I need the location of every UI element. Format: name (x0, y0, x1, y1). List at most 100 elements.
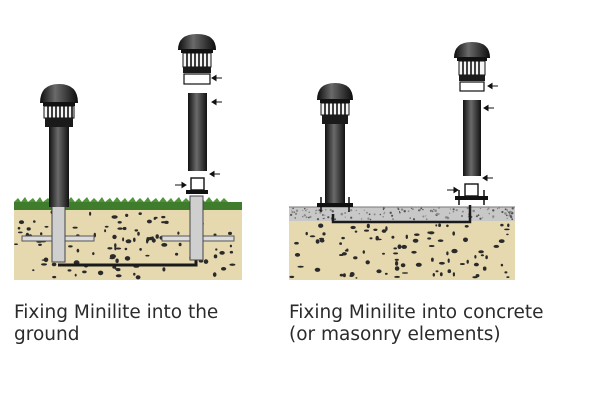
substrate-block (289, 221, 515, 280)
concrete-grain-dot (302, 216, 304, 218)
pebble (161, 215, 166, 219)
lamp-post (188, 93, 207, 171)
pebble (134, 229, 139, 232)
grass-strip (14, 202, 242, 210)
pebble (493, 244, 500, 248)
pebble (146, 219, 152, 224)
pebble (463, 237, 468, 243)
pebble (500, 223, 504, 227)
pebble (309, 235, 316, 238)
pebble (294, 241, 299, 245)
lamp-connector (190, 177, 205, 191)
ground-sleeve-1 (51, 201, 66, 263)
pebble (364, 229, 369, 232)
pebble (229, 263, 236, 266)
pebble (507, 223, 510, 228)
pebble (38, 243, 42, 246)
pebble (89, 211, 92, 216)
cable-right (331, 205, 472, 224)
concrete-grain-dot (389, 211, 392, 214)
concrete-grain-dot (329, 208, 332, 212)
pebble (52, 275, 57, 279)
pebble (384, 272, 388, 275)
pebble (452, 272, 455, 277)
pebble (221, 267, 227, 271)
pebble (51, 262, 57, 267)
caption-ground: Fixing Minilite into the ground (14, 302, 218, 346)
concrete-grain-dot (369, 218, 372, 221)
pebble (146, 238, 149, 244)
pebble (474, 254, 477, 259)
concrete-grain-dot (501, 210, 504, 214)
pebble (318, 223, 324, 228)
pebble (162, 267, 166, 272)
pebble (82, 270, 87, 274)
lamp-connector (464, 183, 479, 197)
concrete-grain-dot (331, 210, 334, 213)
pebble (215, 248, 218, 251)
caption-concrete-line2: (or masonry elements) (289, 324, 501, 345)
concrete-grain-dot (292, 207, 294, 210)
concrete-grain-dot (306, 208, 308, 210)
pebble (178, 242, 182, 247)
pebble (40, 232, 43, 236)
pebble (104, 229, 107, 233)
pebble (104, 225, 109, 228)
concrete-grain-dot (435, 212, 439, 216)
concrete-grain-dot (366, 211, 368, 214)
concrete-grain-dot (304, 207, 306, 210)
pebble (43, 257, 49, 263)
pebble (151, 238, 156, 243)
pebble (109, 257, 115, 260)
pebble (439, 272, 443, 277)
pebble (427, 231, 430, 234)
pebble (41, 263, 47, 266)
pebble (376, 269, 382, 274)
concrete-grain-dot (438, 207, 440, 209)
pebble (414, 233, 420, 236)
pebble (401, 244, 408, 249)
concrete-grain-dot (367, 217, 370, 220)
concrete-grain-dot (409, 217, 411, 219)
concrete-grain-dot (492, 209, 495, 212)
pebble (294, 253, 301, 257)
concrete-grain-dot (305, 210, 307, 212)
pebble (344, 249, 348, 252)
pebble (212, 272, 217, 277)
pebble (138, 212, 142, 216)
pebble (125, 213, 129, 217)
concrete-grain-dot (291, 211, 294, 214)
pebble (354, 230, 358, 233)
concrete-grain-dot (400, 208, 404, 211)
concrete-grain-dot (479, 207, 481, 209)
pebble (353, 256, 358, 260)
pebble (117, 221, 122, 224)
concrete-grain-dot (358, 213, 360, 215)
concrete-grain-dot (422, 208, 424, 211)
concrete-grain-dot (382, 207, 385, 210)
pebble (355, 277, 358, 279)
concrete-grain-dot (293, 211, 295, 213)
pebble (394, 275, 401, 278)
concrete-grain-dot (403, 210, 406, 213)
pebble (466, 259, 469, 264)
pebble (500, 263, 504, 267)
pebble (67, 269, 72, 272)
lamp-collar (183, 73, 211, 85)
concrete-grain-dot (309, 215, 312, 218)
base-plate (317, 203, 353, 207)
concrete-grain-dot (382, 208, 385, 211)
concrete-grain-dot (475, 215, 478, 218)
concrete-grain-dot (433, 208, 435, 210)
concrete-grain-dot (430, 209, 433, 212)
pebble (459, 263, 465, 265)
pebble (432, 273, 435, 277)
concrete-grain-dot (411, 208, 414, 211)
pebble (385, 226, 388, 231)
concrete-grain-dot (392, 218, 394, 221)
concrete-grain-dot (410, 207, 413, 209)
pebble (437, 239, 444, 242)
pebble (114, 268, 119, 270)
concrete-grain-dot (349, 209, 353, 212)
pebble (504, 271, 508, 274)
